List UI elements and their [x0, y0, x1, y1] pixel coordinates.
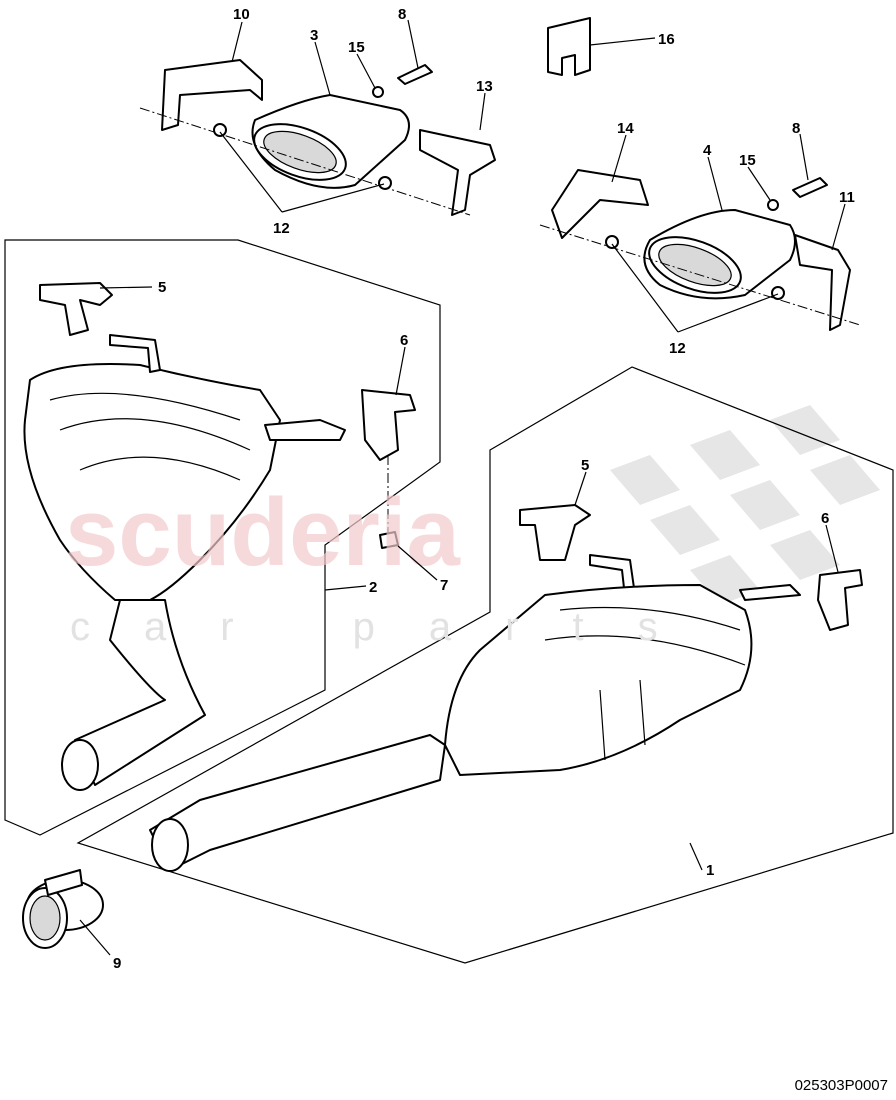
watermark-text: scuderia	[65, 479, 460, 586]
bracket-11	[794, 234, 851, 331]
watermark: scuderia car parts	[65, 479, 712, 649]
callout-3: 3	[310, 27, 318, 44]
clamp-9	[22, 869, 104, 949]
hanger-5b	[519, 504, 591, 561]
nut-7	[379, 531, 399, 549]
callout-6b: 6	[821, 510, 829, 527]
callout-5b: 5	[581, 457, 589, 474]
callout-1: 1	[706, 862, 714, 879]
watermark-subtext: car parts	[70, 605, 712, 649]
callout-16: 16	[658, 31, 675, 48]
callout-11: 11	[839, 189, 855, 206]
callout-14: 14	[617, 120, 634, 137]
bracket-14	[551, 169, 649, 239]
rear-muffler-group-outline	[4, 239, 441, 836]
callout-8b: 8	[792, 120, 800, 137]
tailpipe-left-assembly	[139, 17, 591, 216]
callout-15b: 15	[739, 152, 756, 169]
hanger-6	[361, 389, 416, 461]
callout-15: 15	[348, 39, 365, 56]
callout-12: 12	[273, 220, 290, 237]
center-muffler-group-outline	[76, 366, 894, 964]
diagram-code: 025303P0007	[794, 1077, 888, 1094]
checkered-flag-logo	[610, 405, 880, 605]
leader-lines	[79, 19, 846, 956]
callouts: 10 3 15 8 16 13 12 14 4 15 8 11 12 5 6 7…	[113, 6, 855, 972]
callout-2: 2	[369, 579, 377, 596]
bracket-13	[419, 129, 496, 216]
rear-muffler-2	[23, 282, 416, 791]
hanger-5	[39, 282, 113, 336]
tailpipe-right-assembly	[539, 169, 861, 331]
callout-9: 9	[113, 955, 121, 972]
callout-7: 7	[440, 577, 448, 594]
bracket-10	[161, 59, 263, 131]
hanger-6b	[817, 569, 863, 631]
callout-10: 10	[233, 6, 250, 23]
callout-5: 5	[158, 279, 166, 296]
callout-12b: 12	[669, 340, 686, 357]
callout-13: 13	[476, 78, 493, 95]
center-muffler-1	[149, 504, 863, 872]
callout-4: 4	[703, 142, 712, 159]
cover-16	[547, 17, 591, 76]
callout-8: 8	[398, 6, 406, 23]
callout-6: 6	[400, 332, 408, 349]
